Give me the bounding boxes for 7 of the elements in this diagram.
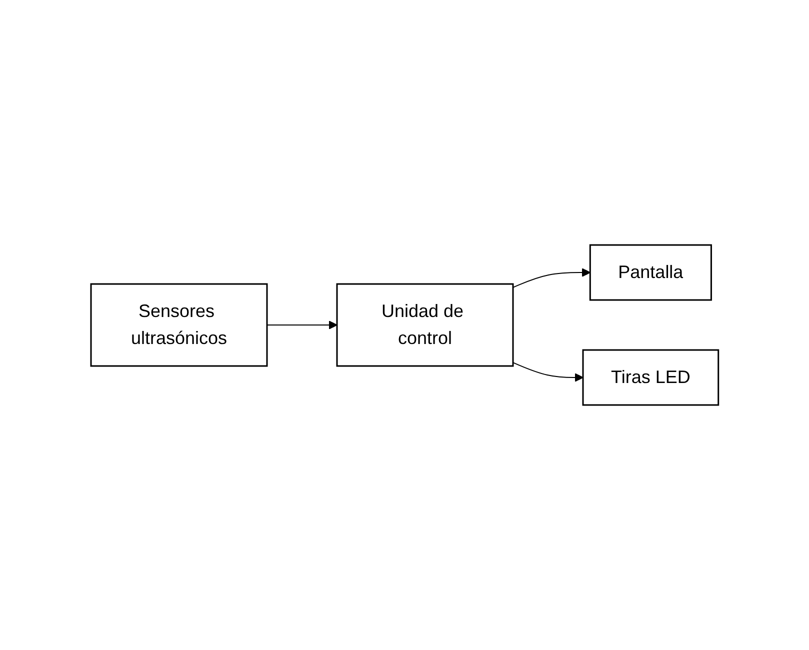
node-box: Sensores ultrasónicos: [90, 283, 268, 367]
arrow: [512, 362, 584, 382]
arrow: [266, 320, 338, 330]
node-box: Pantalla: [589, 244, 712, 301]
node-box: Unidad de control: [336, 283, 514, 367]
node-box: Tiras LED: [582, 349, 719, 406]
arrow: [512, 268, 590, 288]
